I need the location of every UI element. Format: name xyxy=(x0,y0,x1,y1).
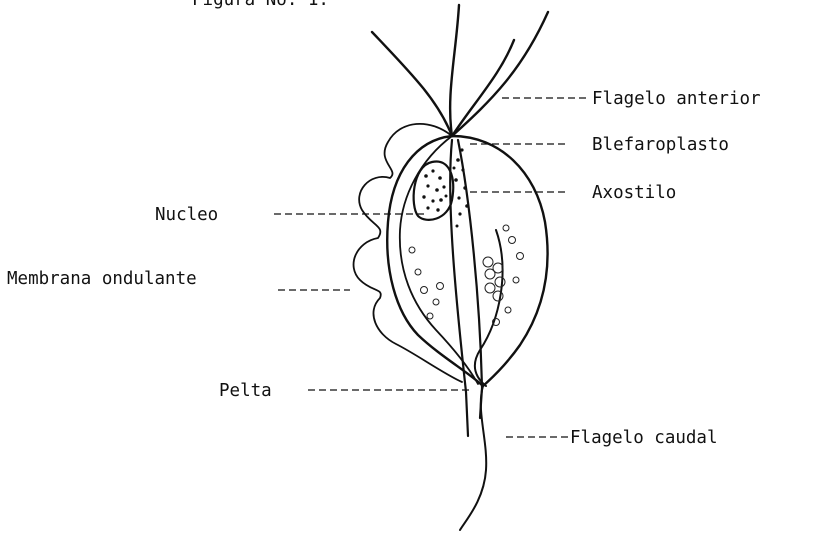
label-flagelo-anterior: Flagelo anterior xyxy=(592,89,761,109)
label-pelta: Pelta xyxy=(219,381,272,401)
figure-title: Figura No. 1. xyxy=(192,0,329,10)
label-flagelo-caudal: Flagelo caudal xyxy=(570,428,718,448)
anterior-flagella xyxy=(372,5,548,136)
caudal-flagellum xyxy=(460,386,486,530)
label-blefaroplasto: Blefaroplasto xyxy=(592,135,729,155)
label-axostilo: Axostilo xyxy=(592,183,676,203)
axostyle xyxy=(450,140,482,436)
membrane-inner-edge xyxy=(400,136,478,384)
label-membrana-ondulante: Membrana ondulante xyxy=(7,269,197,289)
nucleus xyxy=(414,161,454,219)
cell-body-outline xyxy=(387,136,547,386)
label-nucleo: Nucleo xyxy=(155,205,218,225)
cytoplasm-granules xyxy=(409,225,524,326)
leader-lines xyxy=(274,98,590,437)
